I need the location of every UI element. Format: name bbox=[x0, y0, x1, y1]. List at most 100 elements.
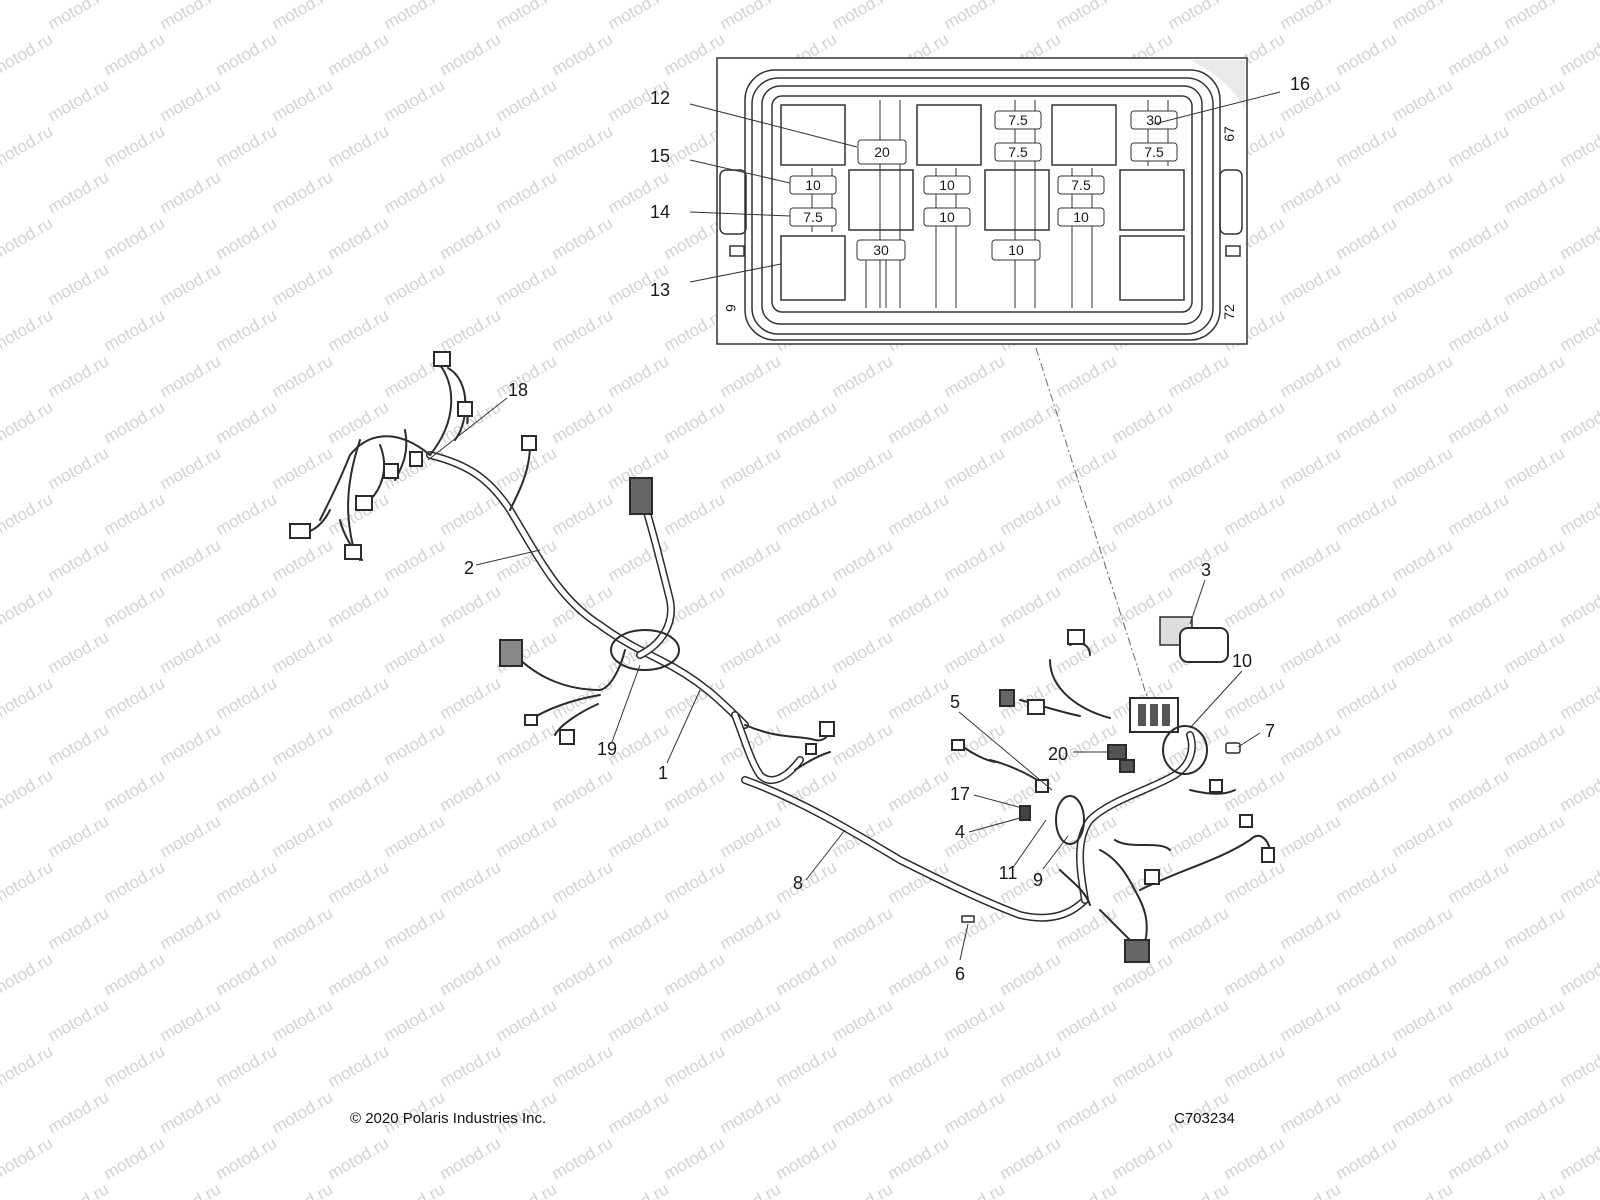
watermark-text: motod.ru bbox=[717, 351, 785, 401]
watermark-text: motod.ru bbox=[381, 627, 449, 677]
watermark-text: motod.ru bbox=[437, 121, 505, 171]
watermark-text: motod.ru bbox=[549, 1133, 617, 1183]
svg-text:10: 10 bbox=[939, 177, 955, 193]
watermark-text: motod.ru bbox=[269, 351, 337, 401]
watermark-text: motod.ru bbox=[213, 581, 281, 631]
watermark-text: motod.ru bbox=[1557, 213, 1600, 263]
watermark-text: motod.ru bbox=[45, 719, 113, 769]
watermark-text: motod.ru bbox=[437, 673, 505, 723]
watermark-text: motod.ru bbox=[0, 489, 56, 539]
copyright-notice: © 2020 Polaris Industries Inc. bbox=[350, 1110, 547, 1127]
watermark-text: motod.ru bbox=[549, 1041, 617, 1091]
watermark-text: motod.ru bbox=[325, 397, 393, 447]
watermark-text: motod.ru bbox=[717, 443, 785, 493]
watermark-text: motod.ru bbox=[1389, 259, 1457, 309]
fuse-box-inset: 7.5 7.5 30 7.5 20 10 bbox=[716, 57, 1248, 345]
watermark-text: motod.ru bbox=[1501, 535, 1569, 585]
watermark-text: motod.ru bbox=[101, 1133, 169, 1183]
watermark-text: motod.ru bbox=[1165, 903, 1233, 953]
fuse-30-top: 30 bbox=[1130, 110, 1178, 130]
watermark-text: motod.ru bbox=[1053, 351, 1121, 401]
watermark-text: motod.ru bbox=[1277, 443, 1345, 493]
watermark-text: motod.ru bbox=[773, 1041, 841, 1091]
watermark-text: motod.ru bbox=[381, 0, 449, 33]
watermark-text: motod.ru bbox=[1053, 1179, 1121, 1200]
watermark-text: motod.ru bbox=[213, 489, 281, 539]
fuse-10-left: 10 bbox=[789, 175, 837, 195]
fuse-7-5-right: 7.5 bbox=[1057, 175, 1105, 195]
watermark-text: motod.ru bbox=[325, 305, 393, 355]
watermark-text: motod.ru bbox=[997, 1133, 1065, 1183]
watermark-text: motod.ru bbox=[101, 305, 169, 355]
watermark-text: motod.ru bbox=[437, 1041, 505, 1091]
callout-10: 10 bbox=[1232, 651, 1252, 671]
watermark-text: motod.ru bbox=[0, 305, 56, 355]
watermark-text: motod.ru bbox=[1557, 949, 1600, 999]
callout-12: 12 bbox=[650, 88, 670, 108]
watermark-text: motod.ru bbox=[1221, 949, 1289, 999]
watermark-text: motod.ru bbox=[717, 995, 785, 1045]
watermark-text: motod.ru bbox=[45, 0, 113, 33]
watermark-text: motod.ru bbox=[1333, 121, 1401, 171]
callout-20: 20 bbox=[1048, 744, 1068, 764]
watermark-text: motod.ru bbox=[549, 857, 617, 907]
watermark-text: motod.ru bbox=[1333, 673, 1401, 723]
watermark-text: motod.ru bbox=[1277, 903, 1345, 953]
watermark-text: motod.ru bbox=[213, 29, 281, 79]
watermark-text: motod.ru bbox=[661, 397, 729, 447]
watermark-text: motod.ru bbox=[325, 857, 393, 907]
watermark-text: motod.ru bbox=[1053, 443, 1121, 493]
watermark-text: motod.ru bbox=[549, 489, 617, 539]
watermark-text: motod.ru bbox=[661, 857, 729, 907]
watermark-text: motod.ru bbox=[493, 903, 561, 953]
watermark-text: motod.ru bbox=[45, 443, 113, 493]
watermark-text: motod.ru bbox=[45, 1087, 113, 1137]
watermark-text: motod.ru bbox=[269, 1087, 337, 1137]
watermark-text: motod.ru bbox=[0, 1041, 56, 1091]
fuse-10-bottom: 10 bbox=[991, 239, 1041, 261]
watermark-text: motod.ru bbox=[773, 1133, 841, 1183]
connectors bbox=[289, 351, 1275, 963]
callout-19: 19 bbox=[597, 739, 617, 759]
watermark-text: motod.ru bbox=[549, 397, 617, 447]
watermark-text: motod.ru bbox=[493, 75, 561, 125]
watermark-text: motod.ru bbox=[1109, 397, 1177, 447]
watermark-text: motod.ru bbox=[1277, 535, 1345, 585]
fuse-labels: 7.5 7.5 30 7.5 20 10 bbox=[789, 110, 1178, 261]
watermark-text: motod.ru bbox=[269, 535, 337, 585]
watermark-text: motod.ru bbox=[829, 719, 897, 769]
watermark-text: motod.ru bbox=[0, 581, 56, 631]
watermark-text: motod.ru bbox=[269, 259, 337, 309]
watermark-text: motod.ru bbox=[157, 535, 225, 585]
watermark-text: motod.ru bbox=[549, 949, 617, 999]
watermark-text: motod.ru bbox=[1445, 673, 1513, 723]
watermark-text: motod.ru bbox=[1333, 1041, 1401, 1091]
watermark-text: motod.ru bbox=[381, 1179, 449, 1200]
watermark-text: motod.ru bbox=[1389, 719, 1457, 769]
watermark-text: motod.ru bbox=[605, 903, 673, 953]
watermark-text: motod.ru bbox=[1557, 1133, 1600, 1183]
watermark-text: motod.ru bbox=[213, 1133, 281, 1183]
watermark-text: motod.ru bbox=[381, 811, 449, 861]
watermark-text: motod.ru bbox=[1277, 811, 1345, 861]
fuse-7-5-b: 7.5 bbox=[994, 142, 1042, 162]
watermark-text: motod.ru bbox=[1501, 1087, 1569, 1137]
watermark-text: motod.ru bbox=[1277, 627, 1345, 677]
watermark-text: motod.ru bbox=[829, 443, 897, 493]
watermark-text: motod.ru bbox=[885, 765, 953, 815]
watermark-text: motod.ru bbox=[1501, 995, 1569, 1045]
watermark-text: motod.ru bbox=[1221, 857, 1289, 907]
watermark-text: motod.ru bbox=[1501, 259, 1569, 309]
watermark-text: motod.ru bbox=[1501, 443, 1569, 493]
watermark-text: motod.ru bbox=[829, 1087, 897, 1137]
watermark-text: motod.ru bbox=[885, 397, 953, 447]
watermark-text: motod.ru bbox=[1333, 765, 1401, 815]
watermark-text: motod.ru bbox=[1557, 765, 1600, 815]
watermark-text: motod.ru bbox=[1109, 489, 1177, 539]
watermark-text: motod.ru bbox=[0, 1133, 56, 1183]
watermark-text: motod.ru bbox=[157, 719, 225, 769]
watermark-text: motod.ru bbox=[0, 673, 56, 723]
watermark-text: motod.ru bbox=[0, 949, 56, 999]
watermark-text: motod.ru bbox=[1277, 719, 1345, 769]
